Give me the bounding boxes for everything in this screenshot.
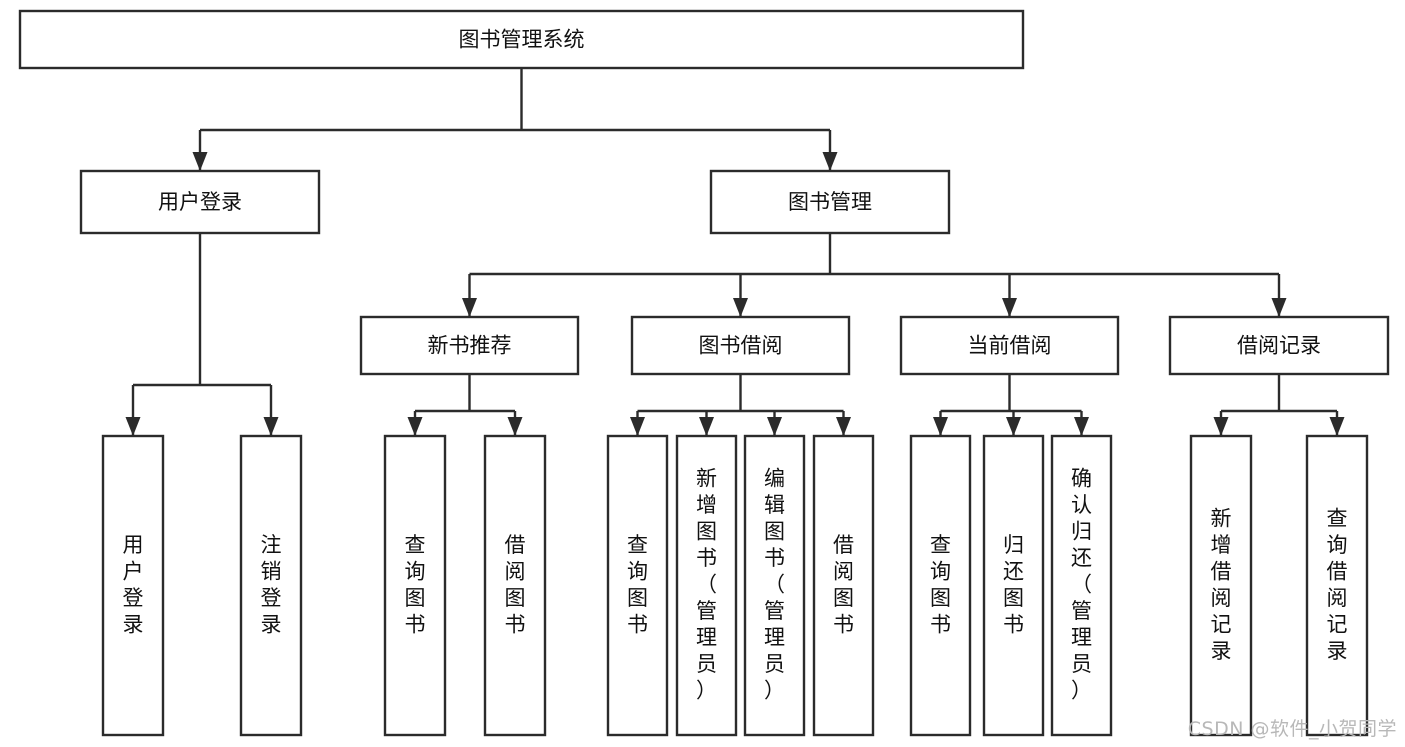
arrow-head-bookmgmt-3 xyxy=(1271,298,1287,317)
node-label-leaf-查询图书-4: 查询图书 xyxy=(627,533,648,637)
node-label-leaf-借阅图书-3: 借阅图书 xyxy=(505,533,526,637)
node-box-l2-当前借阅[interactable] xyxy=(899,315,1120,376)
node-box-leaf-新增借阅记录[interactable] xyxy=(1189,434,1253,737)
node-label-leaf-查询图书-2: 查询图书 xyxy=(405,533,426,637)
node-box-l1-图书管理[interactable] xyxy=(709,169,951,235)
arrow-head-l2-0-0 xyxy=(407,417,423,436)
arrow-head-l2-2-0 xyxy=(933,417,948,436)
node-label-leaf-归还图书-9: 归还图书 xyxy=(1003,533,1024,637)
node-box-leaf-新增图书管理员[interactable] xyxy=(675,434,738,737)
arrow-head-l2-3-1 xyxy=(1329,417,1345,436)
arrow-head-root-0 xyxy=(192,152,208,171)
node-label-l2-借阅记录-3: 借阅记录 xyxy=(1237,334,1321,358)
node-label-l2-图书借阅-1: 图书借阅 xyxy=(699,334,783,358)
arrow-head-root-1 xyxy=(822,152,838,171)
arrow-head-userlogin-1 xyxy=(263,417,279,436)
node-label-leaf-注销登录-1: 注销登录 xyxy=(261,533,282,637)
node-label-root-图书管理系统-0: 图书管理系统 xyxy=(459,28,585,52)
arrow-head-l2-0-1 xyxy=(507,417,523,436)
node-box-leaf-查询借阅记录[interactable] xyxy=(1305,434,1369,737)
node-label-leaf-查询借阅记录-12: 查询借阅记录 xyxy=(1327,506,1348,663)
node-box-leaf-确认归还管理员[interactable] xyxy=(1050,434,1113,737)
arrow-head-bookmgmt-2 xyxy=(1002,298,1017,317)
arrow-head-l2-1-1 xyxy=(699,417,714,436)
node-box-leaf-借阅图书[interactable] xyxy=(812,434,875,737)
node-label-leaf-确认归还管理员-10: 确认归还（管理员） xyxy=(1071,467,1092,703)
node-box-l2-图书借阅[interactable] xyxy=(630,315,851,376)
arrow-head-bookmgmt-1 xyxy=(733,298,748,317)
node-label-l1-用户登录-0: 用户登录 xyxy=(158,190,242,214)
node-box-leaf-查询图书[interactable] xyxy=(909,434,972,737)
node-label-leaf-编辑图书管理员-6: 编辑图书（管理员） xyxy=(764,467,785,703)
node-box-leaf-注销登录[interactable] xyxy=(239,434,303,737)
connectors-group xyxy=(125,68,1345,436)
node-box-leaf-归还图书[interactable] xyxy=(982,434,1045,737)
arrow-head-l2-1-0 xyxy=(630,417,645,436)
node-box-leaf-查询图书[interactable] xyxy=(606,434,669,737)
node-box-leaf-借阅图书[interactable] xyxy=(483,434,547,737)
node-box-l2-借阅记录[interactable] xyxy=(1168,315,1390,376)
node-label-leaf-新增借阅记录-11: 新增借阅记录 xyxy=(1211,506,1232,663)
arrow-head-l2-1-2 xyxy=(767,417,782,436)
arrow-head-l2-3-0 xyxy=(1213,417,1229,436)
arrow-head-l2-2-1 xyxy=(1006,417,1021,436)
node-box-l1-用户登录[interactable] xyxy=(79,169,321,235)
node-label-leaf-借阅图书-7: 借阅图书 xyxy=(833,533,854,637)
csdn-watermark: CSDN @软件_小贺同学 xyxy=(1187,718,1397,740)
arrow-head-l2-2-2 xyxy=(1074,417,1089,436)
node-box-l2-新书推荐[interactable] xyxy=(359,315,580,376)
arrow-head-l2-1-3 xyxy=(836,417,851,436)
node-label-leaf-新增图书管理员-5: 新增图书（管理员） xyxy=(696,467,717,703)
node-label-l1-图书管理-1: 图书管理 xyxy=(788,190,872,214)
node-label-leaf-用户登录-0: 用户登录 xyxy=(123,533,144,637)
node-label-l2-新书推荐-0: 新书推荐 xyxy=(428,334,512,358)
node-box-leaf-用户登录[interactable] xyxy=(101,434,165,737)
arrow-head-bookmgmt-0 xyxy=(462,298,477,317)
node-box-root-图书管理系统[interactable] xyxy=(18,9,1025,70)
arrow-head-userlogin-0 xyxy=(125,417,141,436)
nodes-group: 图书管理系统用户登录图书管理新书推荐图书借阅当前借阅借阅记录用户登录注销登录查询… xyxy=(18,9,1390,737)
node-box-leaf-查询图书[interactable] xyxy=(383,434,447,737)
node-label-l2-当前借阅-2: 当前借阅 xyxy=(968,334,1052,358)
node-box-leaf-编辑图书管理员[interactable] xyxy=(743,434,806,737)
node-label-leaf-查询图书-8: 查询图书 xyxy=(930,533,951,637)
